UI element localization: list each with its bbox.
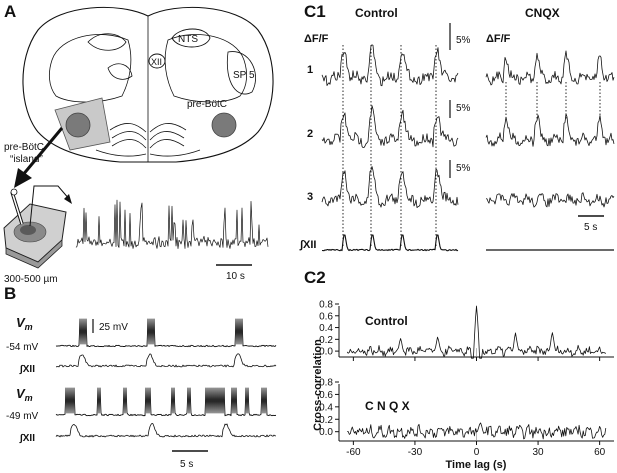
- panel-c2-label: C2: [304, 268, 326, 287]
- c2-chart1-y-tick-label: 0.6: [319, 311, 333, 322]
- prebotc-left-circle: [65, 112, 91, 138]
- c1-cnqx-trace-3: [485, 192, 615, 208]
- c2-title-control: Control: [365, 314, 408, 328]
- c2-x-tick-label: 0: [474, 447, 480, 458]
- island-label-2: “island”: [10, 154, 43, 165]
- b-vm-trace-2-line: [55, 387, 277, 417]
- c2-chart1-correlation-line: [346, 305, 607, 359]
- c1-row-label-3: 3: [307, 191, 313, 203]
- prebotc-right-circle: [211, 112, 237, 138]
- panel-c1-label: C1: [304, 2, 326, 21]
- panel-b-label: B: [4, 284, 16, 303]
- c1-cnqx-trace-2: [485, 113, 615, 147]
- b-xii-trace-2: [55, 422, 277, 438]
- panel-a-scale-label: 10 s: [226, 271, 245, 282]
- island-activity-trace: [75, 199, 269, 249]
- b-trace1-vm: -54 mV: [6, 342, 39, 353]
- c1-title-control: Control: [355, 6, 398, 20]
- b-vm-label-2: Vm: [16, 386, 33, 403]
- c1-title-cnqx: CNQX: [525, 6, 560, 20]
- c1-cnqx-trace-1: [485, 50, 615, 86]
- panel-b-scale-label: 5 s: [180, 459, 193, 470]
- c1-scale-label: 5 s: [584, 222, 597, 233]
- c1-xii-label: ∫XII: [299, 239, 316, 251]
- island-label-1: pre-BötC: [4, 142, 44, 153]
- c1-df-label-cnqx: ΔF/F: [486, 33, 511, 45]
- c1-df-label-control: ΔF/F: [304, 33, 329, 45]
- c1-pct-scale-label-3: 5%: [456, 163, 471, 174]
- c2-chart1-y-tick-label: 0.8: [319, 300, 333, 311]
- label-nts: NTS: [178, 34, 198, 45]
- c1-row-label-2: 2: [307, 128, 313, 140]
- brainstem-section: [22, 6, 274, 163]
- island-arrow: [20, 127, 64, 177]
- c2-chart1-y-tick-label: 0.2: [319, 335, 333, 346]
- c2-chart2-y-tick-label: 0.0: [319, 427, 333, 438]
- b-vm-trace-1-line: [55, 318, 277, 348]
- label-prebotc: pre-BötC: [187, 99, 227, 110]
- c1-control-trace-3: [321, 166, 459, 209]
- label-sp5: SP 5: [233, 70, 255, 81]
- b-xii-trace-1: [55, 353, 277, 368]
- b-xii-trace-1-line: [55, 353, 277, 368]
- c1-control-trace-2: [321, 105, 459, 149]
- c1-pct-scale-label-1: 5%: [456, 35, 471, 46]
- c2-ylabel: Cross-correlation: [312, 339, 324, 431]
- c1-calcium-traces: [321, 44, 615, 252]
- b-xii-label-1: ∫XII: [19, 364, 35, 375]
- c2-chart2-y-tick-label: 0.2: [319, 415, 333, 426]
- c2-x-tick-label: 60: [594, 447, 606, 458]
- b-xii-label-2: ∫XII: [19, 433, 35, 444]
- c1-control-trace-1: [321, 44, 459, 87]
- c2-chart2-y-tick-label: 0.8: [319, 378, 333, 389]
- b-vm-trace-1: [55, 318, 277, 348]
- b-mv-scale-label: 25 mV: [99, 322, 128, 333]
- c2-x-tick-label: 30: [533, 447, 545, 458]
- c2-title-cnqx: C N Q X: [365, 399, 410, 413]
- c2-chart1-y-tick-label: 0.0: [319, 347, 333, 358]
- c1-pct-scale-label-2: 5%: [456, 103, 471, 114]
- island-slab: [3, 185, 72, 269]
- c2-chart1-y-tick-label: 0.4: [319, 323, 333, 334]
- c2-chart2-y-tick-label: 0.4: [319, 402, 333, 413]
- island-arrow-head: [14, 168, 32, 188]
- label-xii: XII: [151, 57, 162, 67]
- c1-row-label-1: 1: [307, 64, 313, 76]
- b-vm-trace-2: [55, 387, 277, 417]
- slice-thickness-label: 300-500 µm: [4, 274, 58, 285]
- b-xii-trace-2-line: [55, 422, 277, 438]
- b-vm-label-1: Vm: [16, 315, 33, 332]
- island-trace-line: [75, 199, 269, 249]
- c2-chart2-correlation-line: [347, 422, 607, 440]
- c2-chart2-y-tick-label: 0.6: [319, 390, 333, 401]
- c2-x-tick-label: -30: [408, 447, 423, 458]
- c2-x-tick-label: -60: [346, 447, 361, 458]
- panel-a-label: A: [4, 2, 16, 21]
- c1-control-xii-trace: [321, 234, 459, 252]
- c2-xlabel: Time lag (s): [446, 459, 507, 471]
- b-trace2-vm: -49 mV: [6, 411, 39, 422]
